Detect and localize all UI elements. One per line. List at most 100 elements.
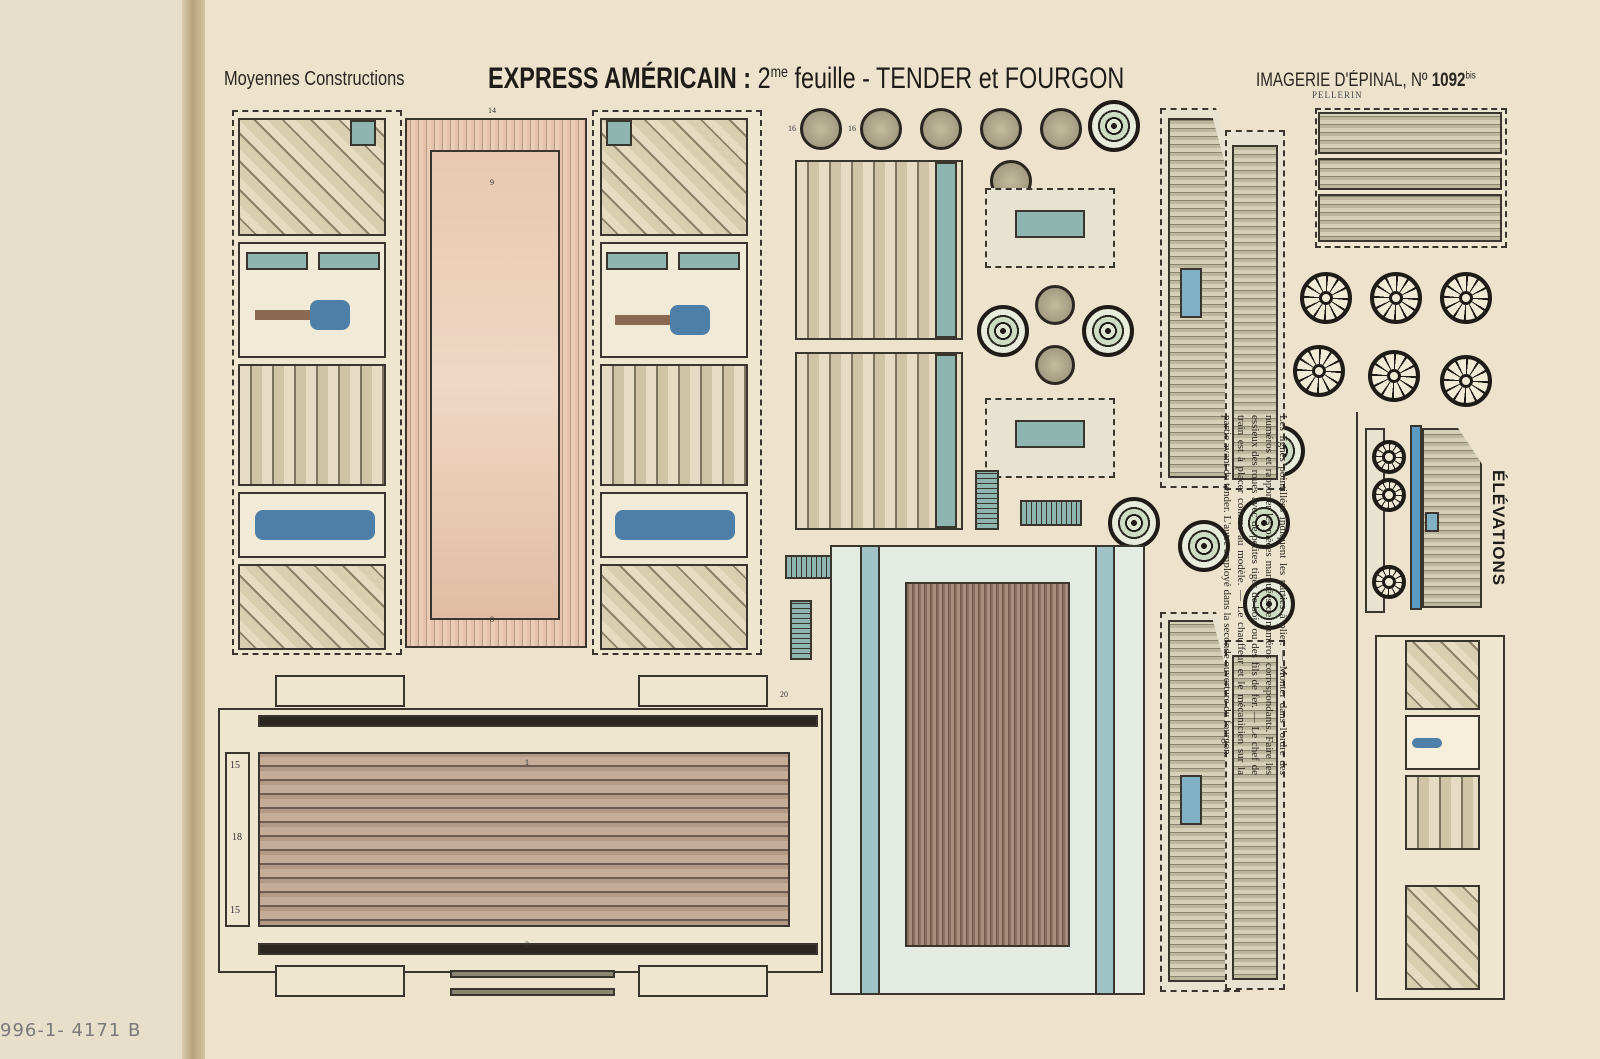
disc-piece	[1040, 108, 1082, 150]
tender-side-panel	[1232, 145, 1278, 480]
publisher-label: IMAGERIE D'ÉPINAL, Nº	[1256, 70, 1428, 91]
fourgon-elevation-panel	[1405, 640, 1480, 710]
catalog-suffix: bis	[1465, 70, 1476, 82]
floor-end-piece	[225, 752, 250, 927]
assembly-instructions: Les lignes pointillées indiquent les par…	[1221, 415, 1289, 775]
floor-rail	[258, 943, 818, 955]
wall-panel-diagonal	[600, 564, 748, 650]
tender-elevation-rail	[1410, 425, 1422, 610]
axle-strip	[450, 970, 615, 978]
spoked-wheel	[1300, 272, 1352, 324]
sheet-number-suffix: me	[770, 64, 788, 81]
disc-piece	[1035, 345, 1075, 385]
archive-note: 996-1- 4171 B	[0, 1020, 142, 1041]
wall-panel-vertical	[600, 364, 748, 486]
wheel-piece	[1082, 305, 1134, 357]
piece-number: 1	[525, 758, 529, 767]
roof-inner	[430, 150, 560, 620]
tender-floor-boards	[258, 752, 790, 927]
tank-panel	[1318, 158, 1502, 190]
conductor-figure	[615, 510, 735, 540]
spoked-wheel	[1368, 350, 1420, 402]
sheet-word: feuille	[794, 62, 856, 95]
disc-piece	[980, 108, 1022, 150]
railway-worker-figure	[615, 305, 715, 335]
subtitle: TENDER et FOURGON	[876, 62, 1125, 95]
wheel-piece	[1108, 497, 1160, 549]
bogie-piece	[638, 965, 768, 997]
spoked-wheel	[1440, 272, 1492, 324]
spoked-wheel	[1370, 272, 1422, 324]
disc-piece	[860, 108, 902, 150]
title-main: EXPRESS AMÉRICAIN	[488, 62, 737, 95]
piece-number: 9	[490, 178, 494, 187]
bogie-piece	[275, 675, 405, 707]
catalog-number: 1092	[1431, 70, 1466, 91]
bracket-window	[1015, 420, 1085, 448]
series-label: Moyennes Constructions	[224, 68, 405, 90]
wheel-piece	[1243, 578, 1295, 630]
fourgon-elevation-panel	[1405, 775, 1480, 850]
ar-plate	[1180, 268, 1202, 318]
piece-number: 16	[848, 124, 856, 133]
floor-rail	[258, 715, 818, 727]
elevation-wheel	[1372, 478, 1406, 512]
window	[350, 120, 376, 146]
floor-side-rail	[1095, 545, 1115, 995]
piece-number: 15	[230, 905, 240, 916]
fourgon-elevation-doorway	[1405, 715, 1480, 770]
piece-number: 2	[525, 940, 529, 949]
railway-worker-figure	[255, 300, 355, 330]
elevation-wheel	[1372, 440, 1406, 474]
serrated-strip	[1020, 500, 1082, 526]
piece-number: 18	[232, 832, 242, 843]
ar-plate-small	[1425, 512, 1439, 532]
window	[606, 120, 632, 146]
spoked-wheel	[1293, 345, 1345, 397]
piece-number: 15	[230, 760, 240, 771]
disc-piece	[920, 108, 962, 150]
title-dash: -	[862, 62, 870, 95]
tender-wall-edge	[935, 162, 957, 338]
sheet-title: EXPRESS AMÉRICAIN : 2me feuille - TENDER…	[488, 62, 1124, 96]
fourgon-elevation-panel	[1405, 885, 1480, 990]
left-page	[0, 0, 190, 1059]
grill	[246, 252, 308, 270]
tank-panel	[1318, 112, 1502, 154]
floor-side-rail	[860, 545, 880, 995]
piece-number: 16	[788, 124, 796, 133]
wheel-piece	[1088, 100, 1140, 152]
publisher-line: IMAGERIE D'ÉPINAL, Nº 1092bis	[1256, 70, 1476, 92]
divider-rule	[1356, 412, 1358, 992]
bogie-piece	[638, 675, 768, 707]
sheet-number: 2	[757, 62, 771, 95]
piece-number: 20	[780, 690, 788, 699]
wall-panel-diagonal	[238, 564, 386, 650]
serrated-strip	[975, 470, 999, 530]
fourgon-floor-boards	[905, 582, 1070, 947]
wheel-piece	[1238, 497, 1290, 549]
tender-wall-edge	[935, 354, 957, 528]
elevation-figure	[1412, 738, 1442, 748]
serrated-strip	[790, 600, 812, 660]
disc-piece	[1035, 285, 1075, 325]
publisher-name: PELLERIN	[1312, 90, 1363, 100]
ar-plate	[1180, 775, 1202, 825]
tender-side-panel	[1232, 655, 1278, 980]
grill	[606, 252, 668, 270]
bogie-piece	[275, 965, 405, 997]
tank-panel	[1318, 194, 1502, 242]
wheel-piece	[1178, 520, 1230, 572]
conductor-figure	[255, 510, 375, 540]
elevation-wheel	[1372, 565, 1406, 599]
disc-piece	[800, 108, 842, 150]
title-separator: :	[743, 62, 752, 95]
wheel-piece	[977, 305, 1029, 357]
spoked-wheel	[1440, 355, 1492, 407]
grill	[678, 252, 740, 270]
grill	[318, 252, 380, 270]
piece-number: 14	[488, 106, 496, 115]
bracket-window	[1015, 210, 1085, 238]
elevations-label: ÉLÉVATIONS	[1489, 470, 1508, 587]
wall-panel-vertical	[238, 364, 386, 486]
